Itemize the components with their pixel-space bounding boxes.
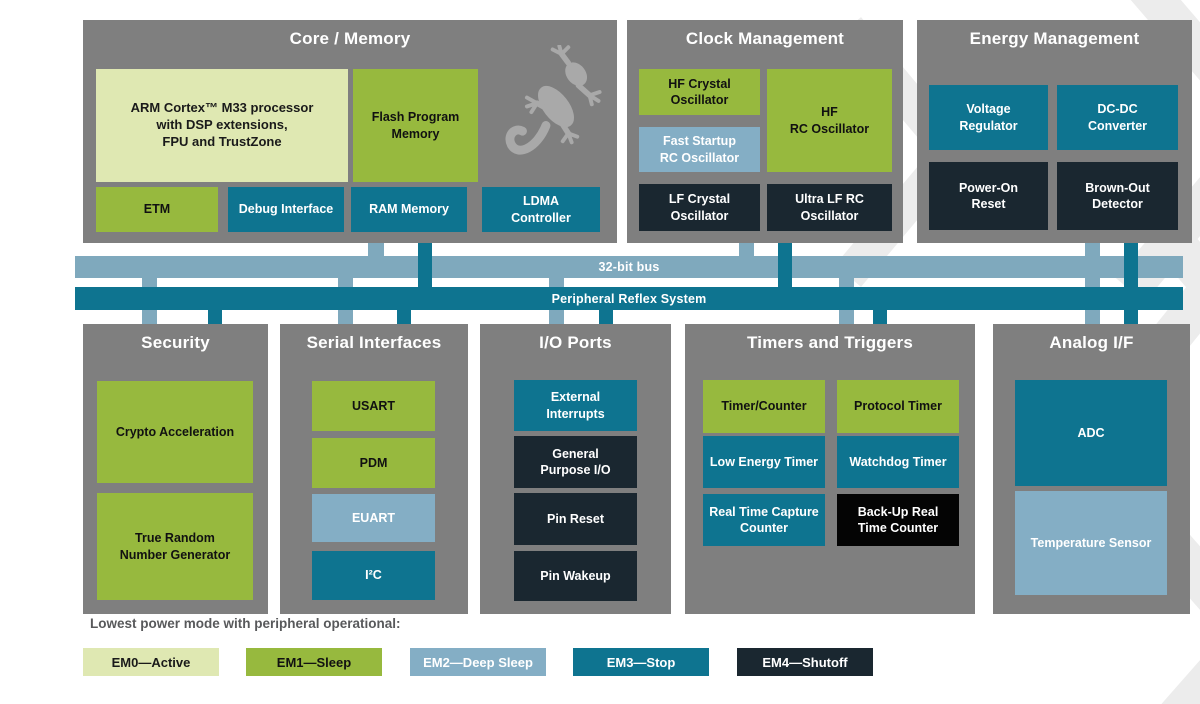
block-ram-memory: RAM Memory xyxy=(351,187,467,232)
block-euart: EUART xyxy=(312,494,435,542)
block-brown-out-detector: Brown-Out Detector xyxy=(1057,162,1178,230)
block-power-on-reset: Power-On Reset xyxy=(929,162,1048,230)
block-hf-crystal-oscillator: HF Crystal Oscillator xyxy=(639,69,760,115)
block-pdm: PDM xyxy=(312,438,435,488)
block-real-time-capture-counter: Real Time Capture Counter xyxy=(703,494,825,546)
bus-prs-label: Peripheral Reflex System xyxy=(551,291,707,306)
block-protocol-timer: Protocol Timer xyxy=(837,380,959,433)
panel-serial-interfaces-title: Serial Interfaces xyxy=(306,333,442,352)
bus-32bit-label: 32-bit bus xyxy=(598,260,660,274)
block-fast-startup-rc-oscillator: Fast Startup RC Oscillator xyxy=(639,127,760,172)
block-temperature-sensor: Temperature Sensor xyxy=(1015,491,1167,595)
prs-connector-core-teal xyxy=(418,243,432,293)
block-ultra-lf-rc-oscillator: Ultra LF RC Oscillator xyxy=(767,184,892,231)
panel-analog-if: Analog I/F ADC Temperature Sensor xyxy=(993,324,1190,614)
legend-em3-stop: EM3—Stop xyxy=(573,648,709,676)
panel-serial-interfaces: Serial Interfaces USART PDM EUART I²C xyxy=(280,324,468,614)
panel-timers-and-triggers: Timers and Triggers Timer/Counter Protoc… xyxy=(685,324,975,614)
block-pin-wakeup: Pin Wakeup xyxy=(514,551,637,601)
bus-32bit: 32-bit bus xyxy=(75,256,1183,278)
legend-em0-active: EM0—Active xyxy=(83,648,219,676)
panel-clock-management-title: Clock Management xyxy=(685,29,845,48)
block-low-energy-timer: Low Energy Timer xyxy=(703,436,825,488)
prs-connector-energy-analog-teal xyxy=(1124,243,1138,328)
block-backup-real-time-counter: Back-Up Real Time Counter xyxy=(837,494,959,546)
panel-energy-management: Energy Management Voltage Regulator DC-D… xyxy=(917,20,1192,243)
block-arm-cortex-m33: ARM Cortex™ M33 processor with DSP exten… xyxy=(96,69,348,182)
block-debug-interface: Debug Interface xyxy=(228,187,344,232)
block-ldma-controller: LDMA Controller xyxy=(482,187,600,232)
panel-io-ports: I/O Ports External Interrupts General Pu… xyxy=(480,324,671,614)
panel-core-memory-title: Core / Memory xyxy=(289,29,411,48)
prs-connector-clock-teal xyxy=(778,243,792,293)
block-voltage-regulator: Voltage Regulator xyxy=(929,85,1048,150)
panel-core-memory: Core / Memory ARM Cortex™ M33 processor … xyxy=(83,20,617,243)
block-pin-reset: Pin Reset xyxy=(514,493,637,545)
block-usart: USART xyxy=(312,381,435,431)
block-timer-counter: Timer/Counter xyxy=(703,380,825,433)
block-i2c: I²C xyxy=(312,551,435,600)
bus-peripheral-reflex-system: Peripheral Reflex System xyxy=(75,287,1183,310)
block-flash-program-memory: Flash Program Memory xyxy=(353,69,478,182)
block-hf-rc-oscillator: HF RC Oscillator xyxy=(767,69,892,172)
block-crypto-acceleration: Crypto Acceleration xyxy=(97,381,253,483)
panel-io-ports-title: I/O Ports xyxy=(539,333,612,352)
legend-em4-shutoff: EM4—Shutoff xyxy=(737,648,873,676)
panel-analog-if-title: Analog I/F xyxy=(1049,333,1134,352)
panel-timers-and-triggers-title: Timers and Triggers xyxy=(747,333,913,352)
panel-security-title: Security xyxy=(141,333,210,352)
block-general-purpose-io: General Purpose I/O xyxy=(514,436,637,488)
gecko-logo xyxy=(505,45,602,155)
panel-energy-management-title: Energy Management xyxy=(969,29,1140,48)
panel-clock-management: Clock Management HF Crystal Oscillator F… xyxy=(627,20,903,243)
legend-em1-sleep: EM1—Sleep xyxy=(246,648,382,676)
block-dcdc-converter: DC-DC Converter xyxy=(1057,85,1178,150)
block-etm: ETM xyxy=(96,187,218,232)
block-external-interrupts: External Interrupts xyxy=(514,380,637,431)
legend-em2-deep-sleep: EM2—Deep Sleep xyxy=(410,648,546,676)
block-true-random-number-generator: True Random Number Generator xyxy=(97,493,253,600)
block-adc: ADC xyxy=(1015,380,1167,486)
block-lf-crystal-oscillator: LF Crystal Oscillator xyxy=(639,184,760,231)
legend-caption: Lowest power mode with peripheral operat… xyxy=(90,616,401,631)
block-watchdog-timer: Watchdog Timer xyxy=(837,436,959,488)
panel-security: Security Crypto Acceleration True Random… xyxy=(83,324,268,614)
